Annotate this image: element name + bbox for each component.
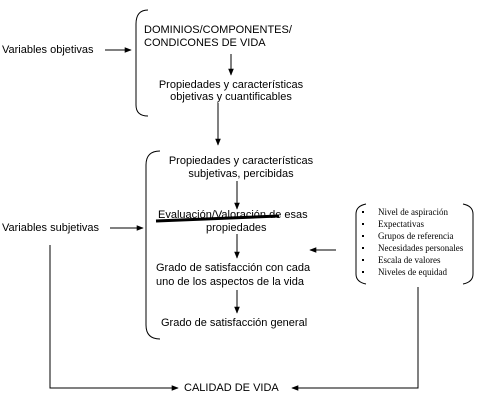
bullet-icon [362,259,364,261]
factor-item: Necesidades personales [360,242,463,254]
subjective-brace [145,150,161,340]
general-satisfaction-label: Grado de satisfacción general [161,317,308,329]
outcome-label: CALIDAD DE VIDA [184,382,279,394]
bullet-icon [362,235,364,237]
subjective-variables-label: Variables subjetivas [2,222,100,234]
bullet-icon [362,211,364,213]
domains-line-2: CONDICONES DE VIDA [144,37,266,49]
evaluation-strike-bar [155,214,280,223]
right-loop-to-outcome [291,287,419,391]
perceived-properties-line-1: Propiedades y características [168,155,314,167]
left-loop-to-outcome [49,245,179,391]
factor-item: Nivel de aspiración [360,206,463,218]
domains-line-1: DOMINIOS/COMPONENTES/ [144,24,292,36]
satisfaction-line-2: uno de los aspectos de la vida [156,276,304,288]
objective-properties-line-1: Propiedades y características [158,79,304,91]
evaluation-line-2: propiedades [206,222,267,234]
bullet-icon [362,271,364,273]
objective-variables-label: Variables objetivas [2,44,94,56]
bullet-icon [362,247,364,249]
satisfaction-factors-list: Nivel de aspiración Expectativas Grupos … [360,206,463,278]
factor-item: Niveles de equidad [360,266,463,278]
factor-item: Grupos de referencia [360,230,463,242]
objective-brace [135,9,149,117]
factor-item: Expectativas [360,218,463,230]
factors-bracket-left [355,203,367,285]
satisfaction-line-1: Grado de satisfacción con cada [156,262,311,274]
objective-properties-line-2: objetivas y cuantificables [170,91,292,103]
factors-bracket-right [462,203,474,285]
factor-item: Escala de valores [360,254,463,266]
perceived-properties-line-2: subjetivas, percibidas [188,168,294,180]
bullet-icon [362,223,364,225]
evaluation-line-1: Evaluación/Valoración de esas [158,209,308,221]
